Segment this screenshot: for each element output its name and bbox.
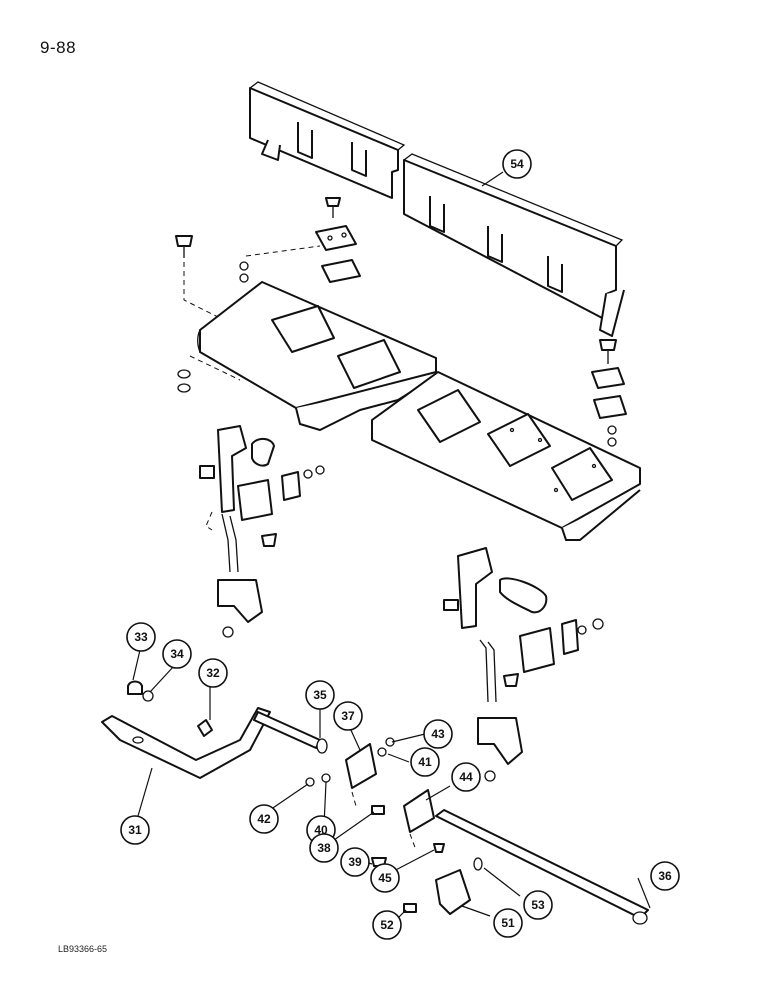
svg-text:53: 53 [531, 898, 545, 912]
svg-text:41: 41 [418, 755, 432, 769]
svg-text:35: 35 [313, 688, 327, 702]
callout-32: 32 [198, 658, 228, 688]
svg-text:36: 36 [658, 869, 672, 883]
svg-text:39: 39 [348, 855, 362, 869]
svg-text:37: 37 [341, 709, 355, 723]
callout-54: 54 [502, 149, 532, 179]
platform-left [177, 281, 437, 431]
svg-text:45: 45 [378, 871, 392, 885]
callout-31: 31 [120, 815, 150, 845]
callout-39: 39 [340, 847, 370, 877]
lever-51 [403, 843, 483, 915]
callout-35: 35 [305, 680, 335, 710]
rear-shield-right [403, 153, 625, 337]
callout-42: 42 [249, 804, 279, 834]
callout-33: 33 [126, 622, 156, 652]
brackets-37-44 [305, 737, 435, 867]
left-pedal-assembly [199, 425, 325, 638]
callout-41: 41 [410, 747, 440, 777]
right-pedal-assembly [443, 547, 604, 782]
callout-36: 36 [650, 861, 680, 891]
callout-37: 37 [333, 701, 363, 731]
svg-text:54: 54 [510, 157, 524, 171]
figure-code: LB93366-65 [58, 944, 108, 954]
rear-shield-left [249, 81, 406, 199]
svg-text:51: 51 [501, 916, 515, 930]
svg-text:31: 31 [128, 823, 142, 837]
svg-text:34: 34 [170, 647, 184, 661]
svg-text:43: 43 [431, 727, 445, 741]
long-rod-36 [435, 809, 649, 925]
callout-52: 52 [372, 910, 402, 940]
callout-38: 38 [309, 833, 339, 863]
svg-text:52: 52 [380, 918, 394, 932]
small-hardware-left [127, 680, 328, 754]
top-hardware [175, 197, 627, 447]
page-number: 9-88 [40, 38, 77, 57]
callout-45: 45 [370, 863, 400, 893]
svg-text:32: 32 [206, 666, 220, 680]
callout-51: 51 [493, 908, 523, 938]
callout-44: 44 [451, 762, 481, 792]
pedal-shaft-31 [101, 707, 321, 779]
callout-43: 43 [423, 719, 453, 749]
callout-53: 53 [523, 890, 553, 920]
svg-text:33: 33 [134, 630, 148, 644]
callout-34: 34 [162, 639, 192, 669]
svg-text:38: 38 [317, 841, 331, 855]
platform-right [371, 371, 641, 541]
svg-text:44: 44 [459, 770, 473, 784]
svg-text:42: 42 [257, 812, 271, 826]
